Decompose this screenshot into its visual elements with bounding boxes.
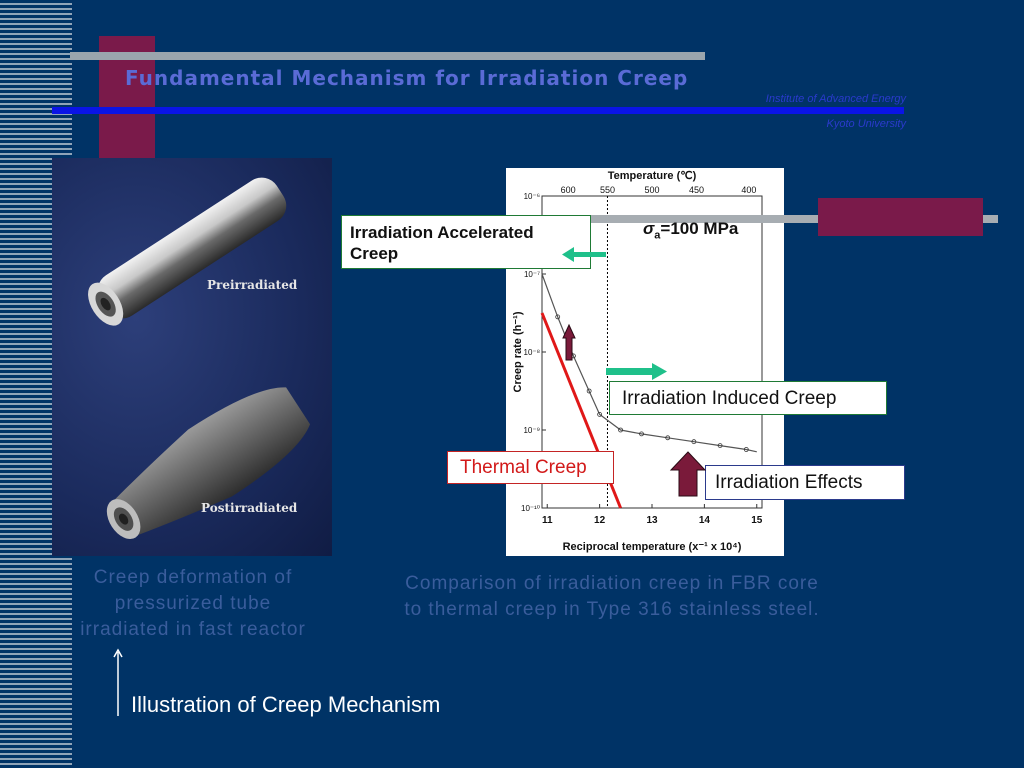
illustration-caption: Illustration of Creep Mechanism: [131, 692, 441, 717]
photo-caption: Creep deformation of pressurized tube ir…: [58, 565, 328, 643]
photo-caption-line-3: irradiated in fast reactor: [80, 619, 306, 640]
top-tick-label: 450: [689, 185, 704, 195]
data-point: [555, 314, 561, 320]
x-tick-label: 15: [751, 515, 763, 526]
photo-caption-line-1: Creep deformation of: [93, 567, 293, 588]
y-tick-label: 10⁻⁶: [524, 192, 540, 201]
x-axis-label: Reciprocal temperature (x⁻¹ x 10⁴): [563, 541, 742, 553]
preirradiated-label: Preirradiated: [207, 278, 298, 292]
top-tick-label: 500: [644, 185, 659, 195]
divider-right: [365, 215, 998, 223]
data-point: [618, 427, 623, 433]
up-arrow-icon: [113, 648, 123, 716]
chart-caption: Comparison of irradiation creep in FBR c…: [362, 571, 862, 623]
top-tick-label: 600: [561, 185, 576, 195]
postirradiated-label: Postirradiated: [201, 501, 298, 515]
chart-title: Temperature (℃): [608, 170, 697, 182]
stress-subscript: a: [654, 229, 661, 242]
y-tick-label: 10⁻⁷: [524, 270, 540, 279]
x-tick-label: 13: [646, 515, 658, 526]
y-tick-label: 10⁻⁸: [524, 348, 541, 357]
data-point: [717, 443, 723, 449]
data-point: [665, 435, 671, 441]
preirradiated-tube: [88, 177, 287, 326]
irradiation-accelerated-line-1: Irradiation Accelerated: [350, 223, 534, 242]
title-underline: [52, 107, 904, 114]
y-axis-label: Creep rate (h⁻¹): [512, 311, 524, 392]
chart-caption-line-1: Comparison of irradiation creep in FBR c…: [405, 573, 819, 594]
data-point: [639, 431, 644, 437]
stress-symbol: σ: [643, 219, 655, 238]
stress-value: =100 MPa: [660, 219, 739, 238]
x-tick-label: 14: [699, 515, 711, 526]
irradiation-effects-label: Irradiation Effects: [705, 465, 905, 500]
top-tick-label: 400: [741, 185, 756, 195]
y-tick-label: 10⁻⁹: [523, 426, 540, 435]
x-tick-label: 12: [594, 515, 606, 526]
irradiation-induced-label: Irradiation Induced Creep: [609, 381, 887, 415]
divider-top: [70, 52, 705, 60]
university-label: Kyoto University: [826, 118, 906, 130]
irradiation-accelerated-line-2: Creep: [350, 244, 399, 263]
data-point: [597, 411, 603, 417]
postirradiated-tube: [106, 387, 311, 540]
accent-bar-right: [818, 198, 983, 236]
data-point: [743, 447, 749, 452]
data-point: [691, 439, 697, 445]
tube-illustration: [88, 177, 311, 540]
stress-label: σa=100 MPa: [643, 219, 738, 241]
chart-caption-line-2: to thermal creep in Type 316 stainless s…: [404, 599, 820, 620]
slide-title: Fundamental Mechanism for Irradiation Cr…: [125, 66, 689, 90]
photo-caption-line-2: pressurized tube: [114, 593, 272, 614]
creep-chart-svg: Temperature (℃) 600 550 500 450 400 11 12 13 14 15…: [512, 170, 763, 553]
thermal-creep-label: Thermal Creep: [447, 451, 614, 484]
data-point: [586, 388, 592, 394]
tube-photo: Preirradiated Postirradiated: [52, 158, 332, 556]
top-tick-label: 550: [600, 185, 615, 195]
y-tick-label: 10⁻¹⁰: [521, 504, 540, 513]
institution-label: Institute of Advanced Energy: [765, 93, 906, 105]
irradiation-accelerated-label: Irradiation Accelerated Creep: [341, 215, 591, 269]
irradiation-creep-line: [541, 273, 757, 453]
x-tick-label: 11: [542, 515, 553, 526]
